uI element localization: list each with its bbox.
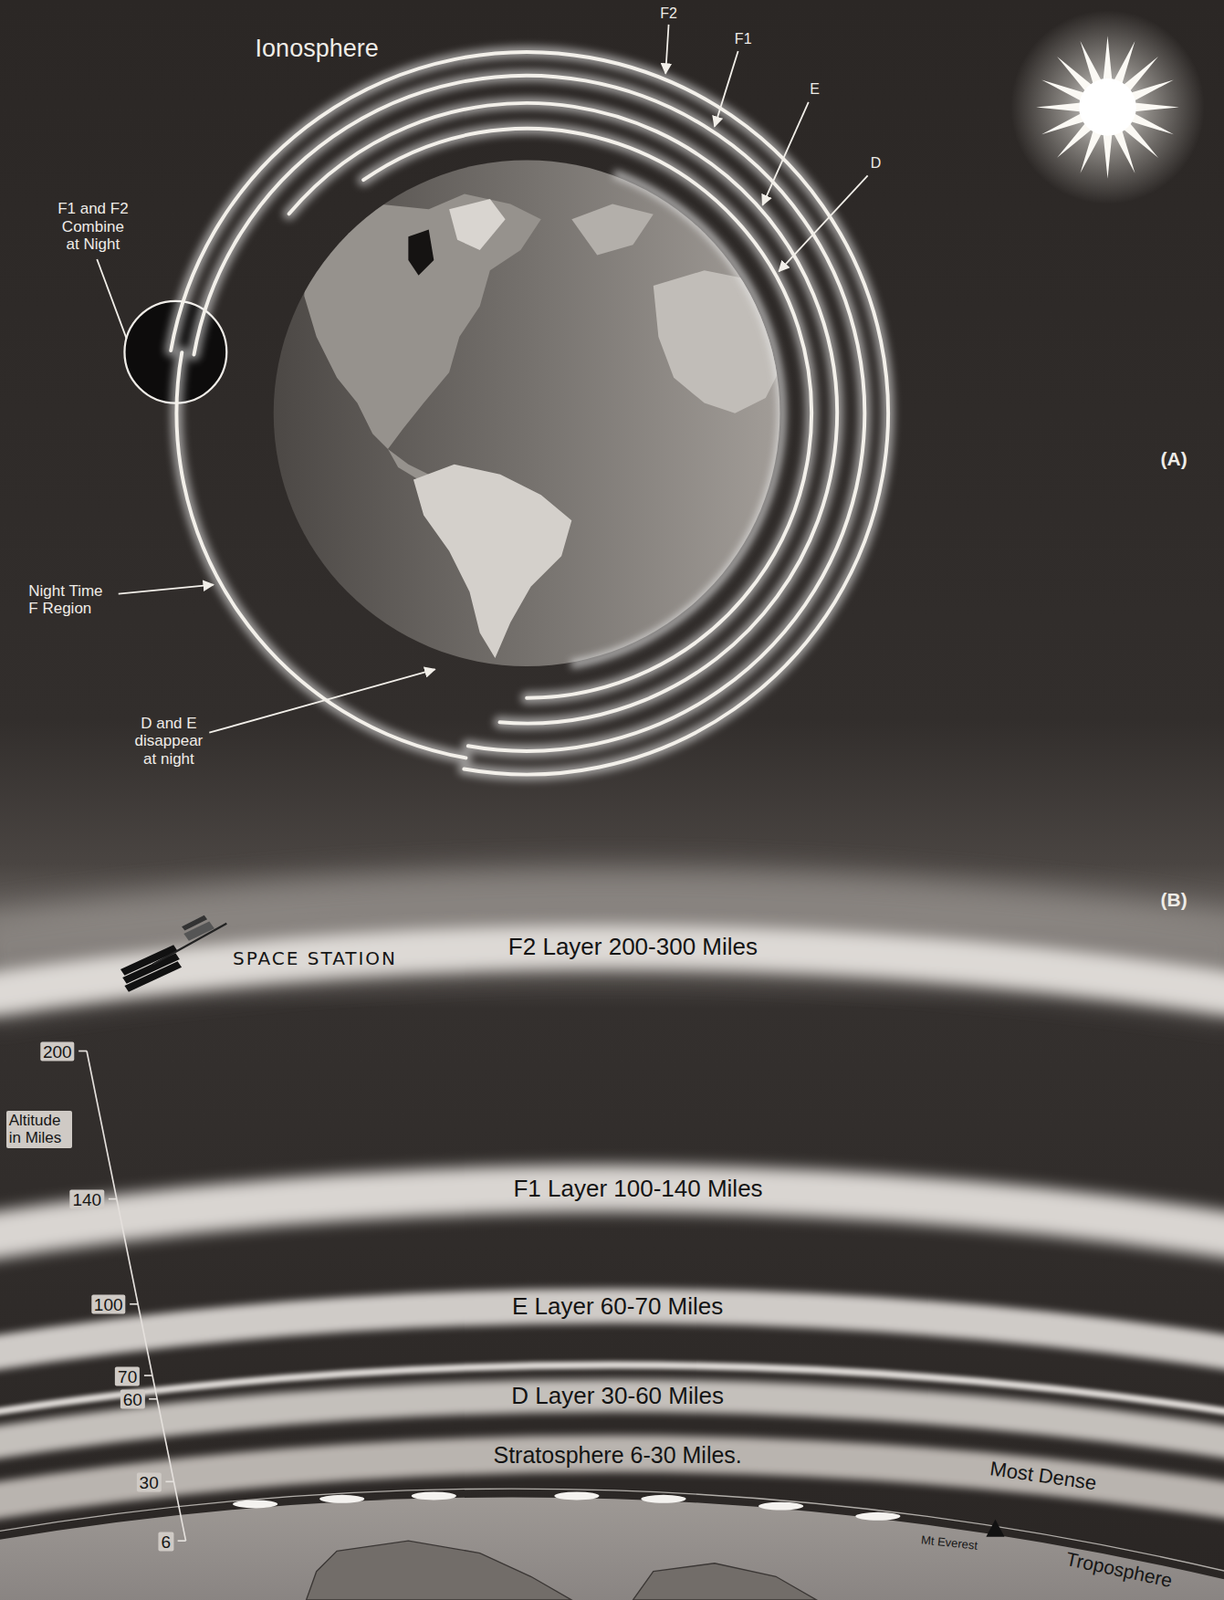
axis-tick-label-holder: 200 bbox=[40, 1041, 75, 1061]
density-note-holder: Most Dense bbox=[988, 1457, 1099, 1496]
station-label-holder: SPACE STATION bbox=[232, 948, 398, 970]
layer-bands bbox=[0, 918, 1224, 1504]
earth-globe bbox=[273, 160, 786, 668]
panel-letter: (B) bbox=[1161, 889, 1188, 911]
axis-title-holder: Altitude in Miles bbox=[6, 1110, 73, 1149]
callout-note: F1 and F2 Combine at Night bbox=[54, 199, 131, 254]
layer-tag: F2 bbox=[659, 4, 678, 21]
axis-tick-label: 100 bbox=[91, 1295, 126, 1315]
axis-tick-label-holder: 70 bbox=[115, 1366, 140, 1386]
layer-label: F2 Layer 200-300 Miles bbox=[508, 933, 758, 962]
layer-band: Stratosphere 6-30 Miles. bbox=[485, 1441, 749, 1468]
axis-tick-label: 6 bbox=[158, 1531, 175, 1551]
callout-note: Night Time F Region bbox=[28, 582, 111, 618]
layer-tag: F1 bbox=[734, 30, 753, 47]
layer-label: D Layer 30-60 Miles bbox=[511, 1382, 724, 1411]
axis-tick-label-holder: 30 bbox=[136, 1472, 162, 1492]
panel-title-holder: Ionosphere bbox=[255, 34, 379, 63]
panel-letter: (A) bbox=[1161, 448, 1188, 471]
layer-band: E Layer 60-70 Miles bbox=[504, 1293, 731, 1321]
panel-letter-holder: (B) bbox=[1161, 889, 1188, 911]
ionosphere-rings bbox=[170, 52, 889, 775]
sun-symbol bbox=[1010, 10, 1205, 204]
axis-tick-label-holder: 100 bbox=[91, 1295, 126, 1315]
axis-tick-label: 140 bbox=[69, 1190, 105, 1210]
axis-title: Altitude in Miles bbox=[6, 1110, 73, 1149]
layer-tag: D bbox=[870, 155, 882, 172]
layer-tag-holder: E bbox=[809, 81, 820, 98]
callout-note: D and E disappear at night bbox=[128, 714, 210, 769]
density-note: Most Dense bbox=[988, 1457, 1099, 1496]
layer-band: F2 Layer 200-300 Miles bbox=[501, 933, 765, 962]
layer-label: E Layer 60-70 Miles bbox=[512, 1293, 723, 1321]
earth-surface bbox=[0, 1488, 1224, 1600]
layer-tag-holder: F1 bbox=[734, 30, 753, 47]
panel-letter-holder: (A) bbox=[1161, 448, 1188, 471]
callout-note-holder: D and E disappear at night bbox=[128, 714, 210, 769]
region-label-holder: Troposphere bbox=[1063, 1548, 1174, 1592]
station-label: SPACE STATION bbox=[232, 948, 398, 970]
layer-label: F1 Layer 100-140 Miles bbox=[512, 1175, 763, 1204]
altitude-axis bbox=[78, 1051, 186, 1542]
axis-tick-label: 60 bbox=[120, 1390, 146, 1410]
axis-tick-label-holder: 6 bbox=[158, 1531, 175, 1551]
layer-tag-holder: D bbox=[870, 155, 882, 172]
leader-lines bbox=[96, 24, 868, 733]
layer-tag: E bbox=[809, 81, 820, 98]
landmark-label: Mt Everest bbox=[920, 1533, 978, 1553]
layer-band: D Layer 30-60 Miles bbox=[503, 1382, 732, 1411]
mountain-symbol bbox=[985, 1519, 1005, 1538]
layer-label: Stratosphere 6-30 Miles. bbox=[492, 1441, 742, 1468]
axis-tick-label: 70 bbox=[115, 1366, 140, 1386]
landmark-label-holder: Mt Everest bbox=[920, 1533, 978, 1553]
axis-tick-label-holder: 60 bbox=[120, 1390, 146, 1410]
axis-tick-label: 200 bbox=[40, 1041, 75, 1061]
panel-title: Ionosphere bbox=[255, 34, 379, 63]
callout-note-holder: F1 and F2 Combine at Night bbox=[54, 199, 131, 254]
layer-band: F1 Layer 100-140 Miles bbox=[505, 1175, 770, 1204]
axis-tick-label-holder: 140 bbox=[69, 1190, 105, 1210]
region-label: Troposphere bbox=[1063, 1548, 1174, 1592]
axis-tick-label: 30 bbox=[136, 1472, 162, 1492]
space-station-icon bbox=[120, 915, 227, 993]
callout-note-holder: Night Time F Region bbox=[28, 582, 111, 618]
layer-tag-holder: F2 bbox=[659, 4, 678, 21]
